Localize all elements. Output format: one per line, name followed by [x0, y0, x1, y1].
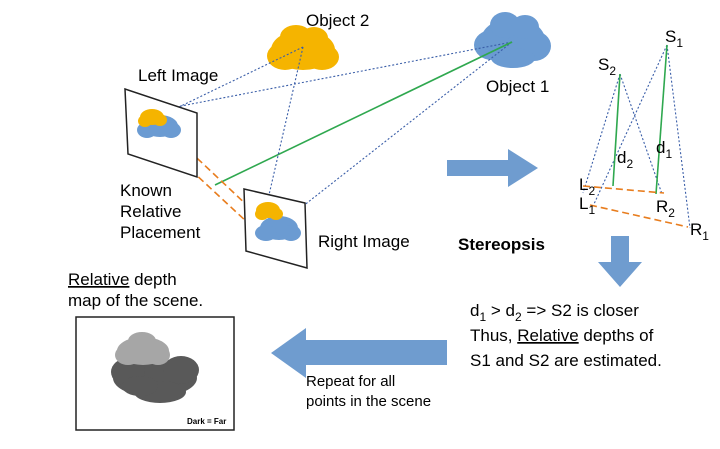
label-r2: R2 [656, 197, 675, 220]
depth-map-box: Dark = Far [75, 316, 235, 431]
left-image-label: Left Image [138, 66, 218, 85]
conclusion-line3: S1 and S2 are estimated. [470, 351, 662, 370]
right-image-orange-cloud [255, 202, 283, 220]
object1-cloud [474, 12, 551, 68]
left-image-plane [124, 87, 198, 179]
label-s2: S2 [598, 55, 616, 78]
arrow-left [271, 328, 447, 378]
known-placement-line3: Placement [120, 223, 201, 242]
known-placement-line2: Relative [120, 202, 181, 221]
triangulation-geometry [582, 44, 691, 229]
object2-cloud [267, 25, 339, 70]
label-l1: L1 [579, 194, 595, 217]
conclusion-line2: Thus, Relative depths of [470, 326, 654, 345]
depth-map-dark-cloud [111, 356, 199, 403]
conclusion-line1: d1 > d2 => S2 is closer [470, 301, 639, 324]
right-image-plane [243, 188, 308, 269]
repeat-line1: Repeat for all [306, 373, 395, 390]
label-r1: R1 [690, 220, 709, 243]
arrow-right [447, 149, 538, 187]
dark-far-label: Dark = Far [187, 417, 226, 426]
depth-map-light-cloud [115, 332, 170, 365]
stereopsis-label: Stereopsis [458, 235, 545, 254]
right-image-blue-cloud [255, 216, 301, 241]
object2-label: Object 2 [306, 11, 369, 30]
depth-map-title-line1: Relative depth [68, 270, 177, 289]
right-image-label: Right Image [318, 232, 410, 251]
repeat-line2: points in the scene [306, 393, 431, 410]
label-d2: d2 [617, 148, 633, 171]
projection-rays [149, 41, 513, 237]
known-placement-line1: Known [120, 181, 172, 200]
object1-label: Object 1 [486, 77, 549, 96]
label-d1: d1 [656, 138, 672, 161]
left-image-orange-cloud [138, 109, 167, 127]
arrow-down [598, 236, 642, 287]
depth-map-title-line2: map of the scene. [68, 291, 203, 310]
label-l2: L2 [579, 175, 595, 198]
label-s1: S1 [665, 27, 683, 50]
